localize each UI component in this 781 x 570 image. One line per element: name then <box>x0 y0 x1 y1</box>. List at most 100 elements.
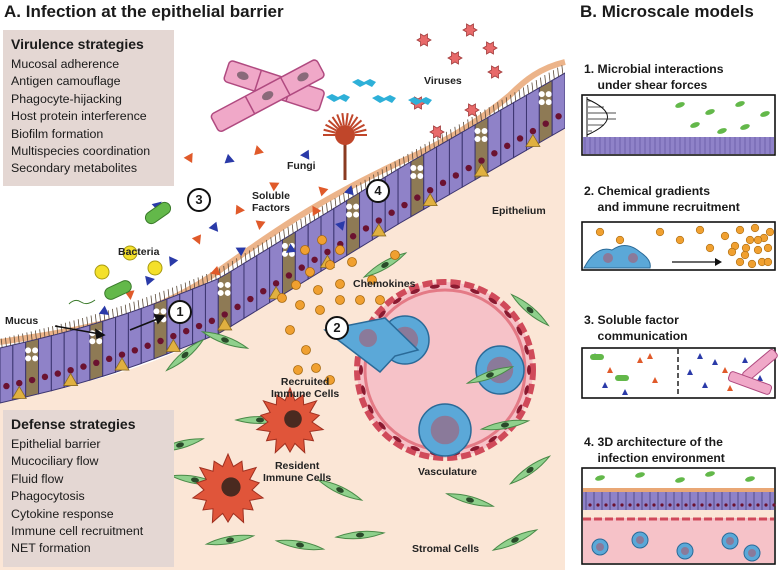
goblet-vesicle <box>217 289 224 296</box>
goblet-vesicle <box>545 91 552 98</box>
virulence-item: Host protein interference <box>11 109 147 124</box>
stromal-nucleus <box>181 351 189 359</box>
model-2-chemokine <box>750 223 760 233</box>
stromal-nucleus <box>511 537 519 543</box>
immune-cell-nucleus <box>430 415 460 445</box>
cilium <box>189 280 191 290</box>
cilium <box>154 293 157 304</box>
defense-item: Fluid flow <box>11 471 64 486</box>
defense-item: NET formation <box>11 541 91 556</box>
model-3-factor <box>647 353 653 359</box>
goblet-vesicle <box>25 355 32 362</box>
cilium <box>527 84 530 94</box>
model-2-chemokine <box>727 247 737 257</box>
epithelial-cell <box>384 168 399 233</box>
cilium <box>90 315 93 325</box>
model-1-bacterium <box>690 122 700 128</box>
marker-4: 4 <box>366 179 390 203</box>
soluble-factor <box>145 275 155 286</box>
goblet-vesicle <box>153 308 160 315</box>
epithelial-cell <box>461 123 476 189</box>
basal-cell <box>114 357 130 371</box>
defense-strategies-box: Defense strategies Epithelial barrier Mu… <box>3 410 174 567</box>
model-4-mucus <box>583 488 774 492</box>
model-3-factor <box>622 389 628 395</box>
model-4-nucleus <box>596 503 600 507</box>
cilium <box>17 334 20 344</box>
model-4-nucleus <box>732 503 736 507</box>
goblet-vesicle <box>538 91 545 98</box>
cell-nucleus <box>491 150 498 157</box>
cilium <box>171 287 174 297</box>
model-2-chemokine <box>705 243 715 253</box>
epithelial-cell <box>243 254 258 320</box>
cell-nucleus <box>414 194 421 201</box>
cilium <box>99 312 101 322</box>
endothelial-nucleus <box>361 385 366 395</box>
epithelial-cell <box>538 79 553 144</box>
endothelial-nucleus <box>429 284 440 289</box>
cell-nucleus <box>41 373 49 381</box>
cell-nucleus <box>54 370 61 377</box>
model-3-factor <box>712 359 718 365</box>
cilium <box>210 272 213 282</box>
goblet-vesicle <box>281 242 288 249</box>
cilium <box>497 102 500 112</box>
cilium <box>244 252 247 263</box>
recruited-immune-label: Recruited Immune Cells <box>271 376 340 400</box>
cell-nucleus <box>529 127 537 135</box>
stromal-nucleus <box>356 532 364 538</box>
stromal-nucleus <box>256 417 264 423</box>
virus-particle <box>429 125 445 139</box>
model-1-bacterium <box>760 111 770 117</box>
cilium <box>249 250 251 260</box>
model-4-bacterium <box>595 475 605 481</box>
stromal-nucleus <box>486 372 494 378</box>
fungi-label: Fungi <box>287 160 316 172</box>
cilium <box>77 319 80 329</box>
epithelial-cell <box>397 160 412 226</box>
chemokine <box>301 345 311 355</box>
cilium <box>296 221 298 231</box>
cilium <box>0 338 3 348</box>
endothelial-nucleus <box>378 310 386 319</box>
stromal-nucleus <box>381 262 389 268</box>
endothelial-nucleus <box>378 421 386 430</box>
cilium <box>390 164 393 174</box>
cilium <box>437 136 440 146</box>
cilium <box>236 258 238 268</box>
soluble-factor <box>224 153 235 164</box>
basal-cell <box>62 372 79 386</box>
model-4-immune-nucleus <box>748 549 756 557</box>
conidium-spike <box>354 128 367 134</box>
goblet-vesicle <box>224 289 231 296</box>
basal-cell <box>422 192 438 207</box>
conidium-spike <box>327 119 339 130</box>
model-4-nucleus <box>588 503 592 507</box>
cilium <box>300 218 303 229</box>
fungi <box>210 59 432 180</box>
model-2-chemokine <box>753 235 763 245</box>
cilium <box>475 114 478 124</box>
endothelial-nucleus <box>367 404 374 414</box>
virulence-item: Antigen camouflage <box>11 74 121 89</box>
cell-nucleus <box>170 332 177 340</box>
cilium <box>441 134 444 144</box>
soluble-factor <box>335 220 345 231</box>
epithelial-cell <box>230 262 245 328</box>
conidium-spike <box>331 116 341 128</box>
model-2-nucleus <box>603 253 613 263</box>
cilium <box>201 275 204 285</box>
goblet-vesicle <box>481 136 488 143</box>
goblet-vesicle <box>89 338 96 345</box>
endothelial-nucleus <box>410 288 420 295</box>
cilium <box>548 72 551 82</box>
conidium-spike <box>323 128 336 134</box>
cell-nucleus <box>260 287 267 295</box>
soluble-factor <box>235 204 245 215</box>
goblet-vesicle <box>32 355 39 362</box>
bacteria-label: Bacteria <box>118 246 160 258</box>
model-3-bacterium <box>615 375 629 381</box>
cilium <box>257 245 260 255</box>
stromal-cells-label: Stromal Cells <box>412 543 480 555</box>
